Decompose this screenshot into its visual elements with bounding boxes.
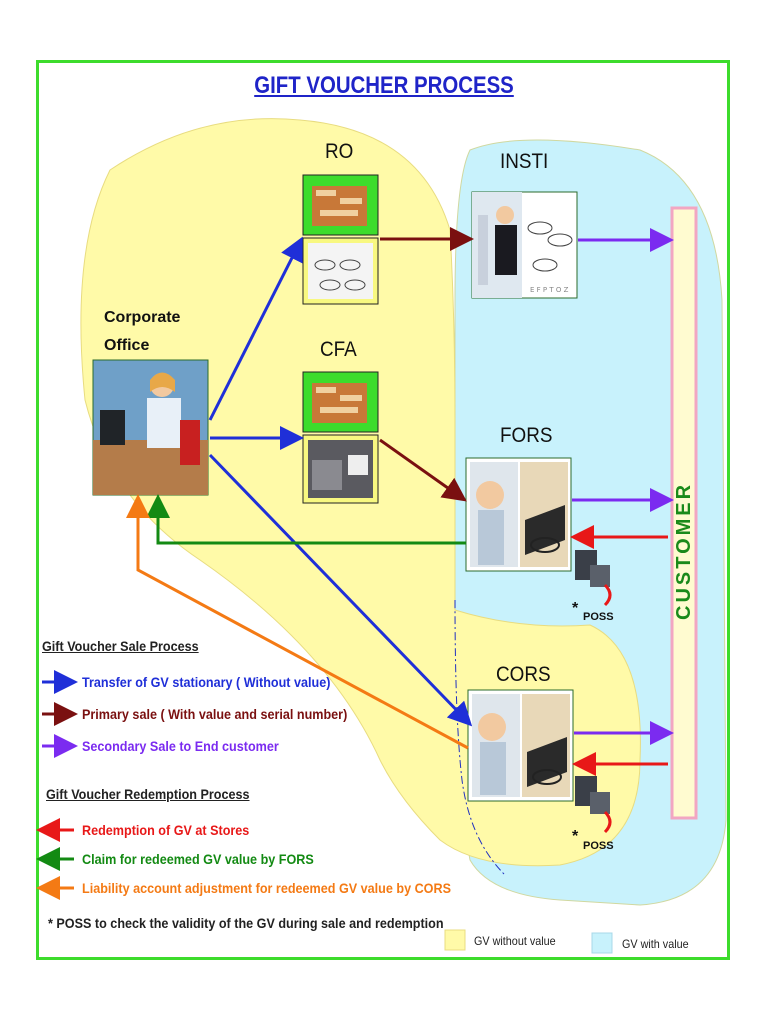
node-label-cors: CORS <box>496 663 551 686</box>
legend-item-transfer: Transfer of GV stationary ( Without valu… <box>82 674 331 690</box>
poss-asterisk-cors: * <box>572 828 579 845</box>
fors-photo <box>465 457 572 572</box>
node-label-ro: RO <box>325 140 354 163</box>
legend-item-primary-sale: Primary sale ( With value and serial num… <box>82 706 348 722</box>
legend-item-secondary-sale: Secondary Sale to End customer <box>82 738 279 754</box>
poss-label-fors: POSS <box>583 611 614 623</box>
swatch-gv-without-value <box>444 929 466 951</box>
ro-voucher-box <box>302 174 379 305</box>
corporate-line1: Corporate <box>104 309 181 326</box>
legend-note: * POSS to check the validity of the GV d… <box>48 915 444 931</box>
dashdot-line <box>454 599 506 876</box>
page-title: GIFT VOUCHER PROCESS <box>254 72 514 99</box>
node-label-insti: INSTI <box>500 150 549 173</box>
node-label-cfa: CFA <box>320 338 357 361</box>
arrow-corp-to-cors <box>208 453 473 727</box>
cfa-voucher-box <box>302 371 379 504</box>
arrow-corp-to-ro <box>208 236 303 421</box>
key-label-gv-without-value: GV without value <box>474 934 556 948</box>
legend-item-redemption: Redemption of GV at Stores <box>82 822 250 838</box>
key-label-gv-with-value: GV with value <box>622 937 689 951</box>
arrow-cfa-to-fors <box>379 438 467 502</box>
arrow-cors-liability <box>126 494 469 750</box>
arrow-fors-claim <box>146 494 466 545</box>
customer-label: CUSTOMER <box>673 481 695 620</box>
legend-sale-heading: Gift Voucher Sale Process <box>42 638 199 654</box>
legend-item-liability: Liability account adjustment for redeeme… <box>82 880 451 896</box>
swatch-gv-with-value <box>591 932 613 954</box>
cors-photo <box>467 689 574 802</box>
legend-redemption-heading: Gift Voucher Redemption Process <box>46 786 250 802</box>
customer-bar <box>670 206 698 820</box>
node-label-corporate-office: Corporate Office <box>104 304 180 360</box>
corporate-office-photo <box>92 359 209 496</box>
legend-item-claim: Claim for redeemed GV value by FORS <box>82 851 314 867</box>
diagram-frame <box>36 60 730 960</box>
svg-text:E F P T O Z: E F P T O Z <box>530 286 569 294</box>
poss-label-cors: POSS <box>583 840 614 852</box>
pos-computer-icon-fors <box>575 550 612 607</box>
insti-photo: E F P T O Z <box>471 191 578 299</box>
corporate-line2: Office <box>104 337 150 354</box>
pos-computer-icon-cors <box>575 776 612 834</box>
node-label-fors: FORS <box>500 424 553 447</box>
poss-asterisk-fors: * <box>572 600 579 617</box>
